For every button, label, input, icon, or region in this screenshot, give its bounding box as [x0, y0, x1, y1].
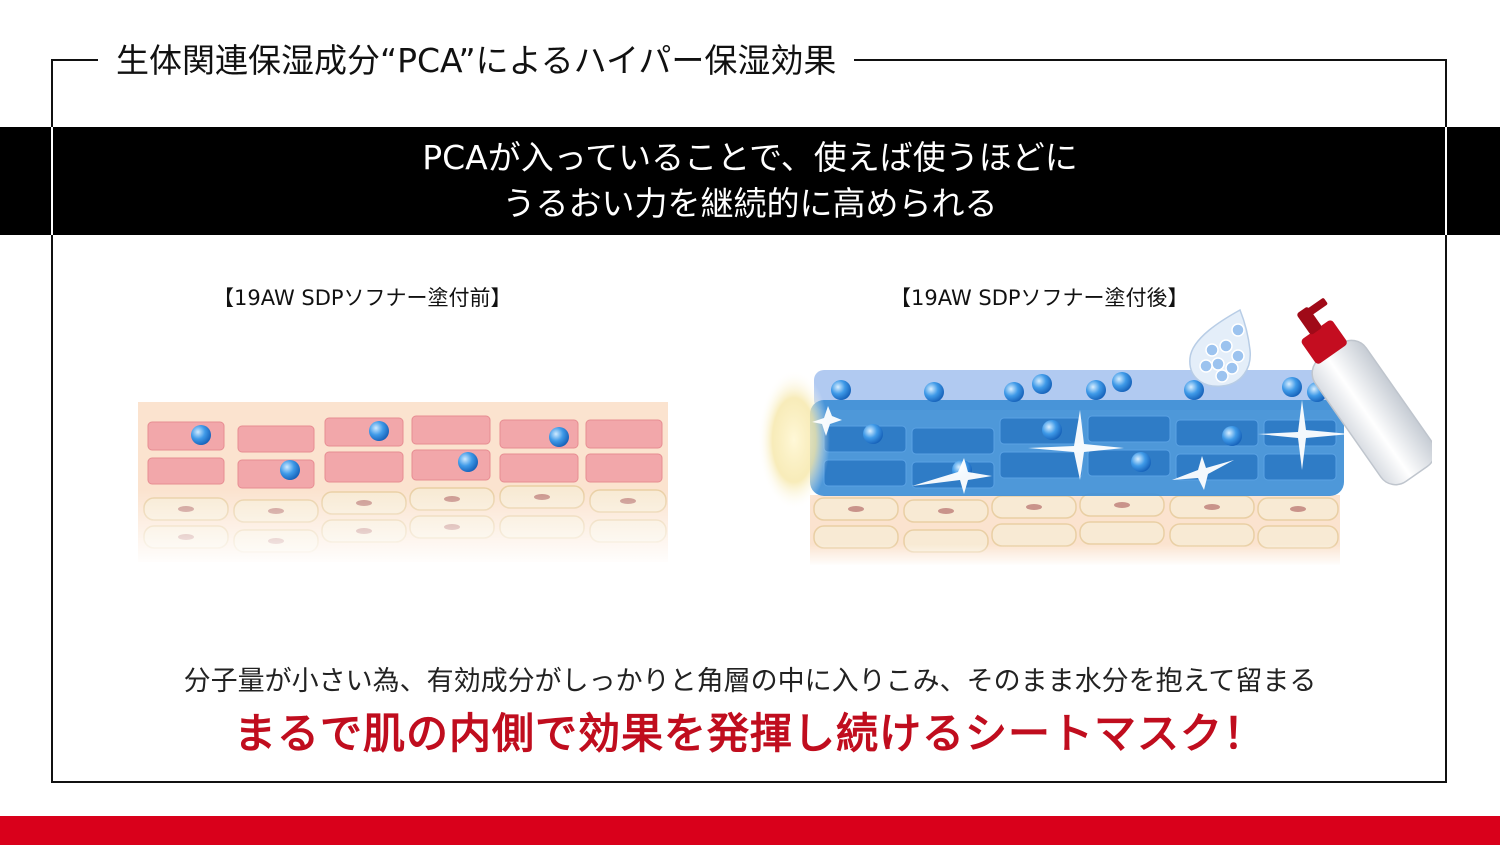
banner-line-2: うるおい力を継続的に高められる	[502, 184, 998, 223]
banner-frame-edge-left	[51, 127, 53, 235]
banner-frame-edge-right	[1445, 127, 1447, 235]
banner-line-1: PCAが入っていることで、使えば使うほどに	[422, 138, 1078, 177]
description-text: 分子量が小さい為、有効成分がしっかりと角層の中に入りこみ、そのまま水分を抱えて留…	[183, 666, 1317, 697]
headline-text: まるで肌の内側で効果を発揮し続けるシートマスク！	[233, 709, 1266, 758]
frame-title: 生体関連保湿成分“PCA”によるハイパー保湿効果	[98, 38, 855, 84]
skin-after-illustration	[758, 298, 1432, 565]
sparkle-effects	[812, 400, 1350, 494]
banner: PCAが入っていることで、使えば使うほどに うるおい力を継続的に高められる	[0, 127, 1500, 235]
skin-before-illustration	[138, 402, 668, 562]
pca-water-drop	[1189, 308, 1251, 387]
glow-effect	[758, 370, 830, 510]
after-label: 【19AW SDPソフナー塗付後】	[890, 286, 1189, 310]
softener-bottle-icon	[1297, 298, 1432, 486]
before-label: 【19AW SDPソフナー塗付前】	[213, 286, 512, 310]
footer-accent-bar	[0, 816, 1500, 845]
pca-droplets-after	[831, 372, 1327, 480]
